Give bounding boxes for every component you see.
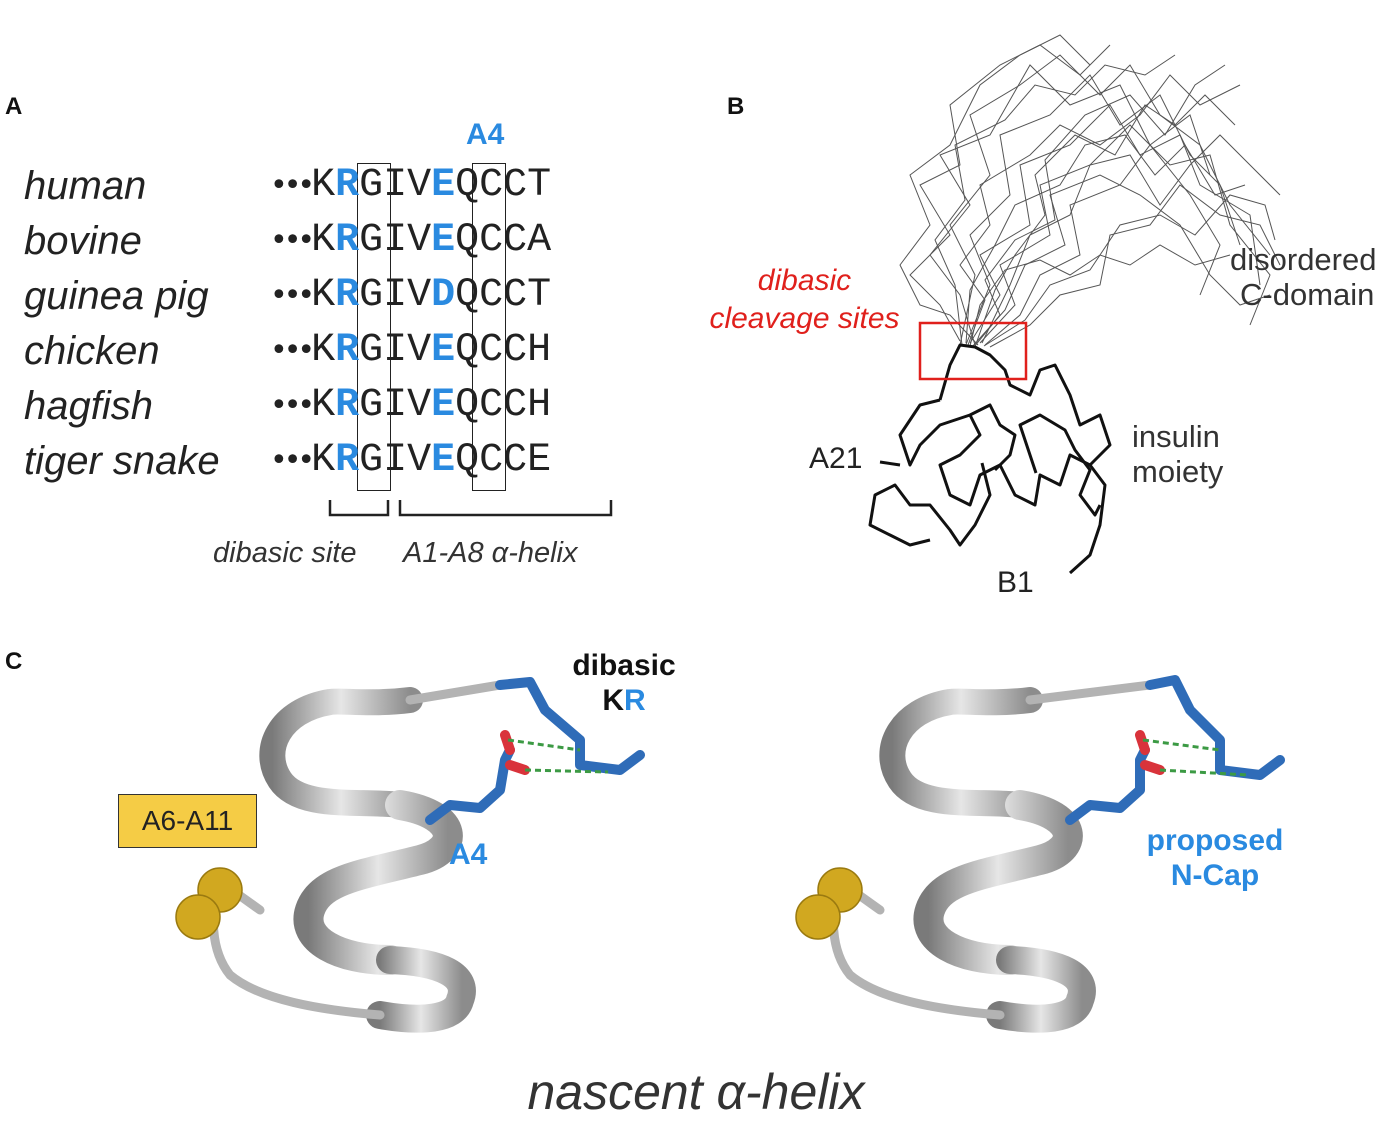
proinsulin-structure	[868, 34, 1281, 575]
bracket-helix	[398, 500, 613, 517]
column-label-a4: A4	[466, 118, 505, 151]
disordered-c-domain-label: disordered C-domain	[1230, 242, 1377, 312]
panel-c-letter: C	[5, 648, 23, 675]
b1-label: B1	[997, 566, 1034, 599]
a21-label: A21	[809, 442, 863, 475]
sequence-row: •••KRGIVEQCCT	[270, 163, 552, 208]
sequence-row: •••KRGIVDQCCT	[270, 273, 552, 318]
bracket-dibasic	[328, 500, 390, 517]
species-label: bovine	[24, 219, 142, 263]
insulin-moiety-trace	[868, 343, 1112, 575]
cleavage-site-box	[918, 321, 1028, 381]
species-label: tiger snake	[24, 439, 220, 483]
species-label: human	[24, 164, 147, 208]
species-label: guinea pig	[24, 274, 209, 318]
insulin-moiety-label: insulin moiety	[1132, 419, 1224, 489]
cleavage-sites-label: dibasic cleavage sites	[709, 264, 900, 335]
column-box-a4	[472, 163, 506, 491]
figure-caption: nascent α-helix	[527, 1064, 865, 1120]
panel-a-letter: A	[5, 93, 23, 120]
dibasic-kr-label: dibasic KR	[572, 649, 676, 718]
sequence-row: •••KRGIVEQCCE	[270, 438, 552, 483]
disulfide-sphere	[795, 894, 841, 940]
sequence-row: •••KRGIVEQCCA	[270, 218, 552, 263]
species-label: hagfish	[24, 384, 153, 428]
a6-a11-box-label: A6-A11	[118, 794, 257, 848]
bracket-label-helix: A1-A8 α-helix	[403, 537, 578, 569]
helix-ribbon-left	[175, 677, 645, 1033]
bracket-label-dibasic: dibasic site	[213, 537, 357, 569]
proposed-n-cap-label: proposed N-Cap	[1146, 824, 1284, 893]
a21-leader	[879, 460, 901, 467]
sequence-row: •••KRGIVEQCCH	[270, 328, 552, 373]
panel-b-letter: B	[727, 93, 745, 120]
disordered-c-domain-ensemble	[899, 34, 1281, 348]
helix-ribbon-right	[795, 675, 1285, 1033]
disulfide-sphere	[175, 894, 221, 940]
sequence-row: •••KRGIVEQCCH	[270, 383, 552, 428]
column-box-r	[357, 163, 391, 491]
a4-label: A4	[449, 838, 488, 871]
alignment-brackets	[328, 500, 613, 517]
species-label: chicken	[24, 329, 160, 373]
